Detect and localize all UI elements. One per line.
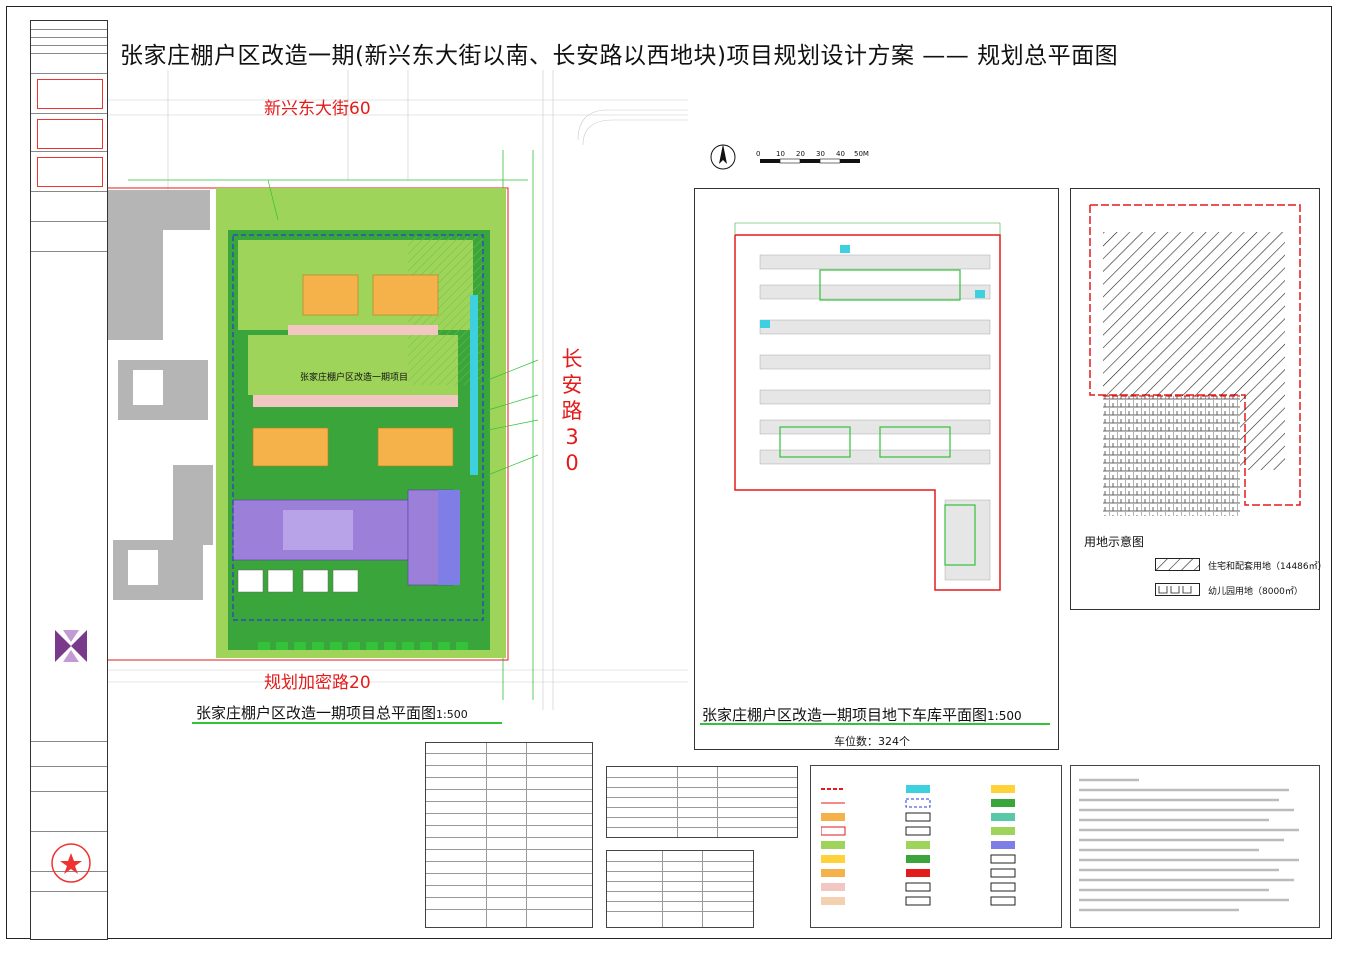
legend-label-residential: 住宅和配套用地（14486㎡） <box>1208 562 1327 572</box>
table-column-line <box>677 767 678 837</box>
page-title: 张家庄棚户区改造一期(新兴东大街以南、长安路以西地块)项目规划设计方案 —— 规… <box>120 43 1119 69</box>
title-block-row <box>31 831 107 832</box>
title-block-row <box>31 45 107 46</box>
title-block-row <box>31 37 107 38</box>
stamp <box>37 79 103 109</box>
table-row <box>607 797 797 798</box>
north-arrow-icon <box>710 144 736 170</box>
table-row <box>607 777 797 778</box>
legend-label-kindergarten: 幼儿园用地（8000㎡） <box>1208 587 1303 597</box>
site-plan-caption-text: 张家庄棚户区改造一期项目总平面图 <box>196 704 437 722</box>
title-block-row <box>31 791 107 792</box>
garage-plan-drawing <box>734 222 1001 591</box>
table-row <box>607 861 753 862</box>
stamp <box>37 157 103 187</box>
table-row <box>426 825 592 826</box>
scale-bar-labels: 0 10 20 30 40 50M <box>756 150 886 158</box>
table-column-line <box>702 851 703 927</box>
table-row <box>607 787 797 788</box>
road-label-south: 规划加密路20 <box>264 673 371 693</box>
table-row <box>426 813 592 814</box>
table-row <box>426 789 592 790</box>
title-block-row <box>31 151 107 152</box>
map-legend-panel <box>810 765 1062 928</box>
legend-swatch-kindergarten <box>1155 583 1200 596</box>
table-row <box>426 897 592 898</box>
legend-swatch-residential <box>1155 558 1200 571</box>
scale-tick: 30 <box>816 150 825 158</box>
table-row <box>426 765 592 766</box>
table-row <box>426 849 592 850</box>
table-row <box>607 827 797 828</box>
road-label-east-char: 安 <box>561 373 583 397</box>
scale-tick: 0 <box>756 150 761 158</box>
caption-underline <box>700 723 1050 725</box>
seal-icon <box>51 843 91 883</box>
table-row <box>426 801 592 802</box>
notes-lines <box>1079 778 1299 912</box>
table-column-line <box>662 851 663 927</box>
table-row <box>607 881 753 882</box>
road-label-east: 长 安 路 30 <box>560 346 584 476</box>
title-block-row <box>31 766 107 767</box>
map-legend-swatches <box>821 785 1016 906</box>
land-use-diagram <box>1089 204 1301 516</box>
table-column-line <box>717 767 718 837</box>
garage-caption-text: 张家庄棚户区改造一期项目地下车库平面图 <box>702 706 988 724</box>
table-row <box>426 837 592 838</box>
scale-bar <box>760 158 860 164</box>
road-label-east-char: 30 <box>565 425 579 475</box>
site-plan-scale: 1:500 <box>436 708 468 721</box>
table-row <box>426 909 592 910</box>
technical-indicators-table <box>425 742 593 928</box>
table-row <box>607 911 753 912</box>
caption-underline <box>192 722 502 724</box>
table-column-line <box>486 743 487 927</box>
company-logo-icon <box>55 630 87 662</box>
table-row <box>426 873 592 874</box>
parking-count: 车位数：324个 <box>834 735 910 748</box>
unit-table <box>606 850 754 928</box>
table-row <box>426 777 592 778</box>
table-row <box>607 817 797 818</box>
table-row <box>607 891 753 892</box>
title-block-row <box>31 73 107 74</box>
building-table <box>606 766 798 838</box>
table-row <box>607 901 753 902</box>
road-label-east-char: 长 <box>561 347 583 371</box>
site-plan-caption: 张家庄棚户区改造一期项目总平面图1:500 <box>196 702 468 723</box>
garage-caption: 张家庄棚户区改造一期项目地下车库平面图1:500 <box>702 704 1022 725</box>
site-plan-drawing <box>108 70 688 710</box>
table-row <box>426 861 592 862</box>
garage-scale: 1:500 <box>987 709 1022 723</box>
road-label-east-char: 路 <box>561 399 583 423</box>
notes-panel <box>1070 765 1320 928</box>
title-block-row <box>31 191 107 192</box>
title-block-row <box>31 871 107 872</box>
title-block-row <box>31 221 107 222</box>
scale-tick: 10 <box>776 150 785 158</box>
table-row <box>426 753 592 754</box>
land-use-title: 用地示意图 <box>1084 535 1145 549</box>
table-row <box>607 871 753 872</box>
title-block-row <box>31 741 107 742</box>
title-block-row <box>31 113 107 114</box>
scale-tick: 50M <box>854 150 869 158</box>
table-row <box>607 807 797 808</box>
table-column-line <box>526 743 527 927</box>
title-block-row <box>31 891 107 892</box>
title-block-row <box>31 29 107 30</box>
title-block-row <box>31 53 107 54</box>
table-row <box>426 885 592 886</box>
drawing-frame <box>6 6 1332 939</box>
scale-tick: 40 <box>836 150 845 158</box>
title-block <box>30 20 108 940</box>
stamp <box>37 119 103 149</box>
scale-tick: 20 <box>796 150 805 158</box>
project-label: 张家庄棚户区改造一期项目 <box>300 373 409 383</box>
garage-panel <box>694 188 1059 750</box>
title-block-row <box>31 251 107 252</box>
road-label-north: 新兴东大街60 <box>264 99 371 119</box>
